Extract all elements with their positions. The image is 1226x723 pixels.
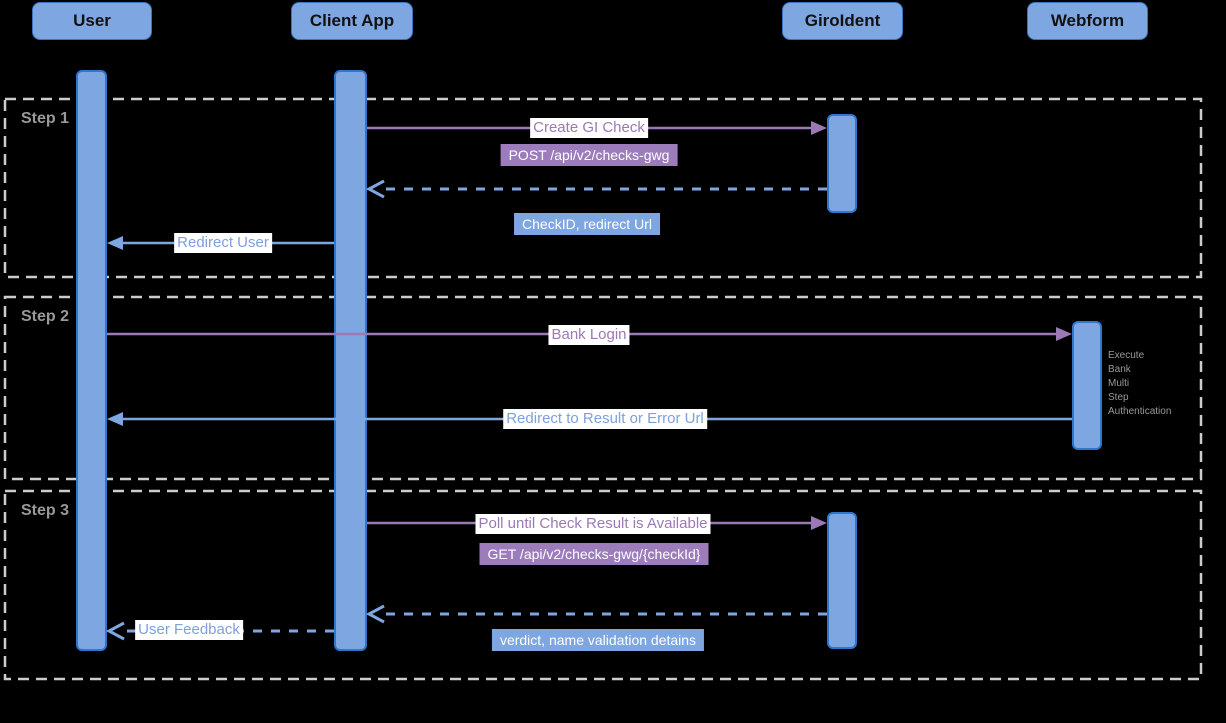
client-app-lifeline-bar — [334, 70, 367, 651]
label-redirect-result: Redirect to Result or Error Url — [503, 409, 707, 429]
arrow-verdict-return — [365, 604, 827, 624]
badge-checkid-response: CheckID, redirect Url — [514, 213, 660, 235]
label-user-feedback: User Feedback — [135, 620, 243, 640]
label-redirect-user: Redirect User — [174, 233, 272, 253]
step1-label: Step 1 — [21, 110, 70, 127]
badge-verdict: verdict, name validation detains — [491, 629, 705, 651]
actor-user: User — [32, 2, 152, 40]
giroident-activation-step3 — [827, 512, 857, 649]
label-create-gi-check: Create GI Check — [530, 118, 648, 138]
actor-webform: Webform — [1027, 2, 1148, 40]
label-bank-login: Bank Login — [548, 325, 630, 345]
user-lifeline-bar — [76, 70, 107, 651]
webform-activation-step2 — [1072, 321, 1102, 450]
actor-giroident: GiroIdent — [782, 2, 903, 40]
arrow-checkid-return — [365, 179, 827, 199]
note-webform-auth: Execute Bank Multi Step Authentication — [1108, 350, 1172, 417]
giroident-activation-step1 — [827, 114, 857, 213]
badge-get-endpoint: GET /api/v2/checks-gwg/{checkId} — [479, 543, 709, 565]
actor-client-app: Client App — [291, 2, 413, 40]
badge-post-endpoint: POST /api/v2/checks-gwg — [500, 144, 678, 166]
label-poll: Poll until Check Result is Available — [475, 514, 711, 534]
step2-label: Step 2 — [21, 308, 70, 325]
step3-label: Step 3 — [21, 502, 70, 519]
